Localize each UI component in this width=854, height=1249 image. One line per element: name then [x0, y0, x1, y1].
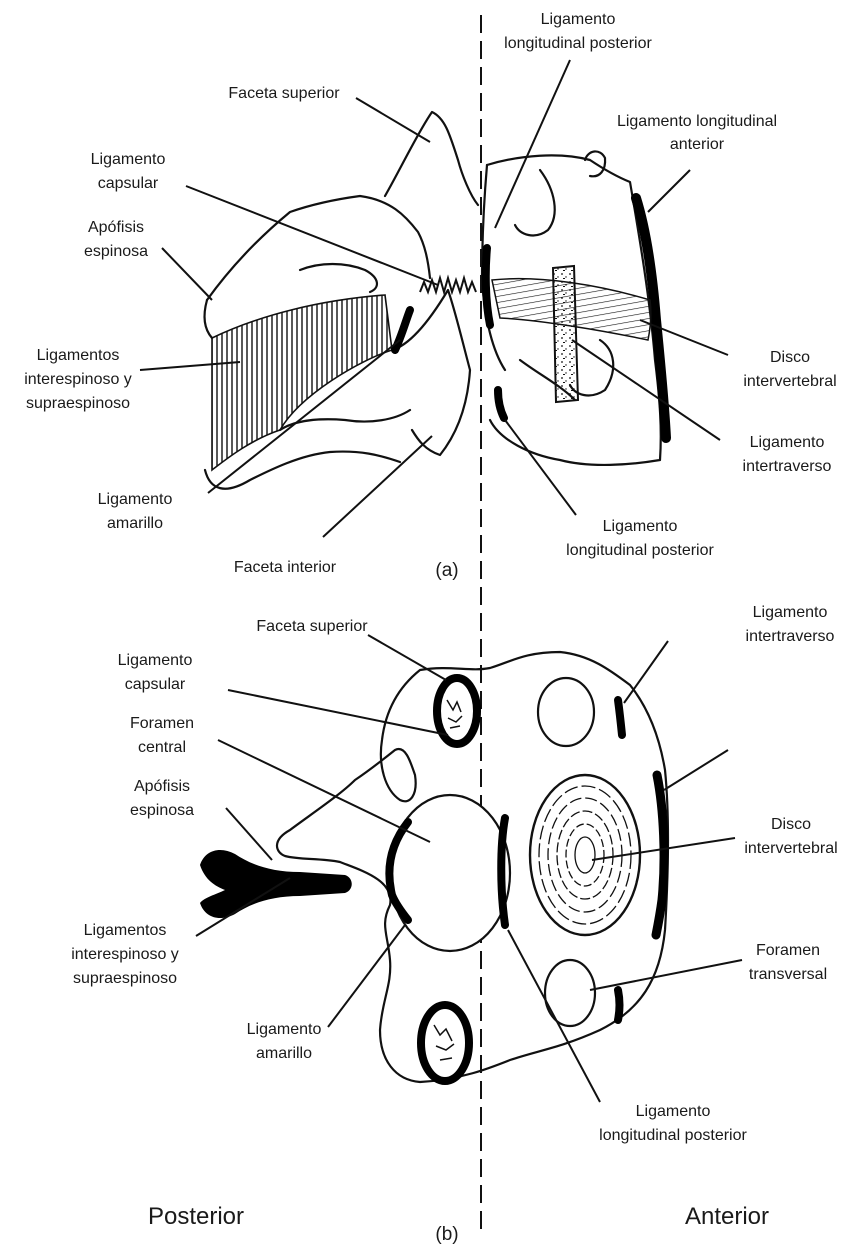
label-interesp-a-1: Ligamentos [37, 347, 120, 364]
label-lig-long-post-b-2: longitudinal posterior [599, 1127, 747, 1144]
label-amarillo-a-1: Ligamento [98, 491, 173, 508]
label-foramen-central-2: central [138, 739, 186, 756]
label-lig-long-ant-2: anterior [670, 136, 725, 153]
label-intertrav-b-2: intertraverso [746, 628, 835, 645]
panel-label-b: (b) [435, 1224, 458, 1245]
label-intertrav-a-2: intertraverso [743, 458, 832, 475]
label-faceta-superior-b: Faceta superior [256, 618, 368, 635]
label-amarillo-a-2: amarillo [107, 515, 163, 532]
label-disco-a-2: intervertebral [743, 373, 836, 390]
label-disco-b-2: intervertebral [744, 840, 837, 857]
label-lig-long-post-bot-1: Ligamento [603, 518, 678, 535]
interspinous-hatch [212, 295, 392, 470]
label-interesp-b-1: Ligamentos [84, 922, 167, 939]
panel-label-a: (a) [435, 560, 458, 581]
anterior-ligament-b [656, 775, 664, 935]
label-amarillo-b-2: amarillo [256, 1045, 312, 1062]
label-apofisis-a-2: espinosa [84, 243, 148, 260]
label-foramen-trans-2: transversal [749, 966, 827, 983]
label-capsular-b-1: Ligamento [118, 652, 193, 669]
figure-a-drawing [205, 112, 666, 489]
label-lig-capsular-a-1: Ligamento [91, 151, 166, 168]
figure-b-drawing [200, 652, 668, 1082]
label-faceta-superior-a: Faceta superior [228, 85, 340, 102]
label-capsular-b-2: capsular [125, 676, 186, 693]
label-interesp-b-2: interespinoso y [71, 946, 179, 963]
label-apofisis-a-1: Apófisis [88, 219, 144, 236]
label-interesp-a-3: supraespinoso [26, 395, 130, 412]
label-lig-long-post-top-2: longitudinal posterior [504, 35, 652, 52]
label-interesp-b-3: supraespinoso [73, 970, 177, 987]
label-disco-b-1: Disco [771, 816, 811, 833]
label-lig-long-post-top-1: Ligamento [541, 11, 616, 28]
orientation-posterior: Posterior [148, 1203, 244, 1230]
label-intertrav-a-1: Ligamento [750, 434, 825, 451]
label-faceta-interior: Faceta interior [234, 559, 337, 576]
label-interesp-a-2: interespinoso y [24, 371, 132, 388]
label-amarillo-b-1: Ligamento [247, 1021, 322, 1038]
label-lig-long-ant-1: Ligamento longitudinal [617, 113, 777, 130]
label-lig-capsular-a-2: capsular [98, 175, 159, 192]
label-foramen-trans-1: Foramen [756, 942, 820, 959]
label-apofisis-b-2: espinosa [130, 802, 194, 819]
figure-a-labels: Ligamento longitudinal posterior Faceta … [24, 11, 837, 581]
label-foramen-central-1: Foramen [130, 715, 194, 732]
transverse-foramen [545, 960, 595, 1026]
label-apofisis-b-1: Apófisis [134, 778, 190, 795]
label-lig-long-post-bot-2: longitudinal posterior [566, 542, 714, 559]
label-disco-a-1: Disco [770, 349, 810, 366]
facet-inferior-b [421, 1005, 469, 1081]
intertransverse-speckle [553, 266, 578, 402]
orientation-anterior: Anterior [685, 1203, 769, 1230]
label-lig-long-post-b-1: Ligamento [636, 1103, 711, 1120]
label-intertrav-b-1: Ligamento [753, 604, 828, 621]
